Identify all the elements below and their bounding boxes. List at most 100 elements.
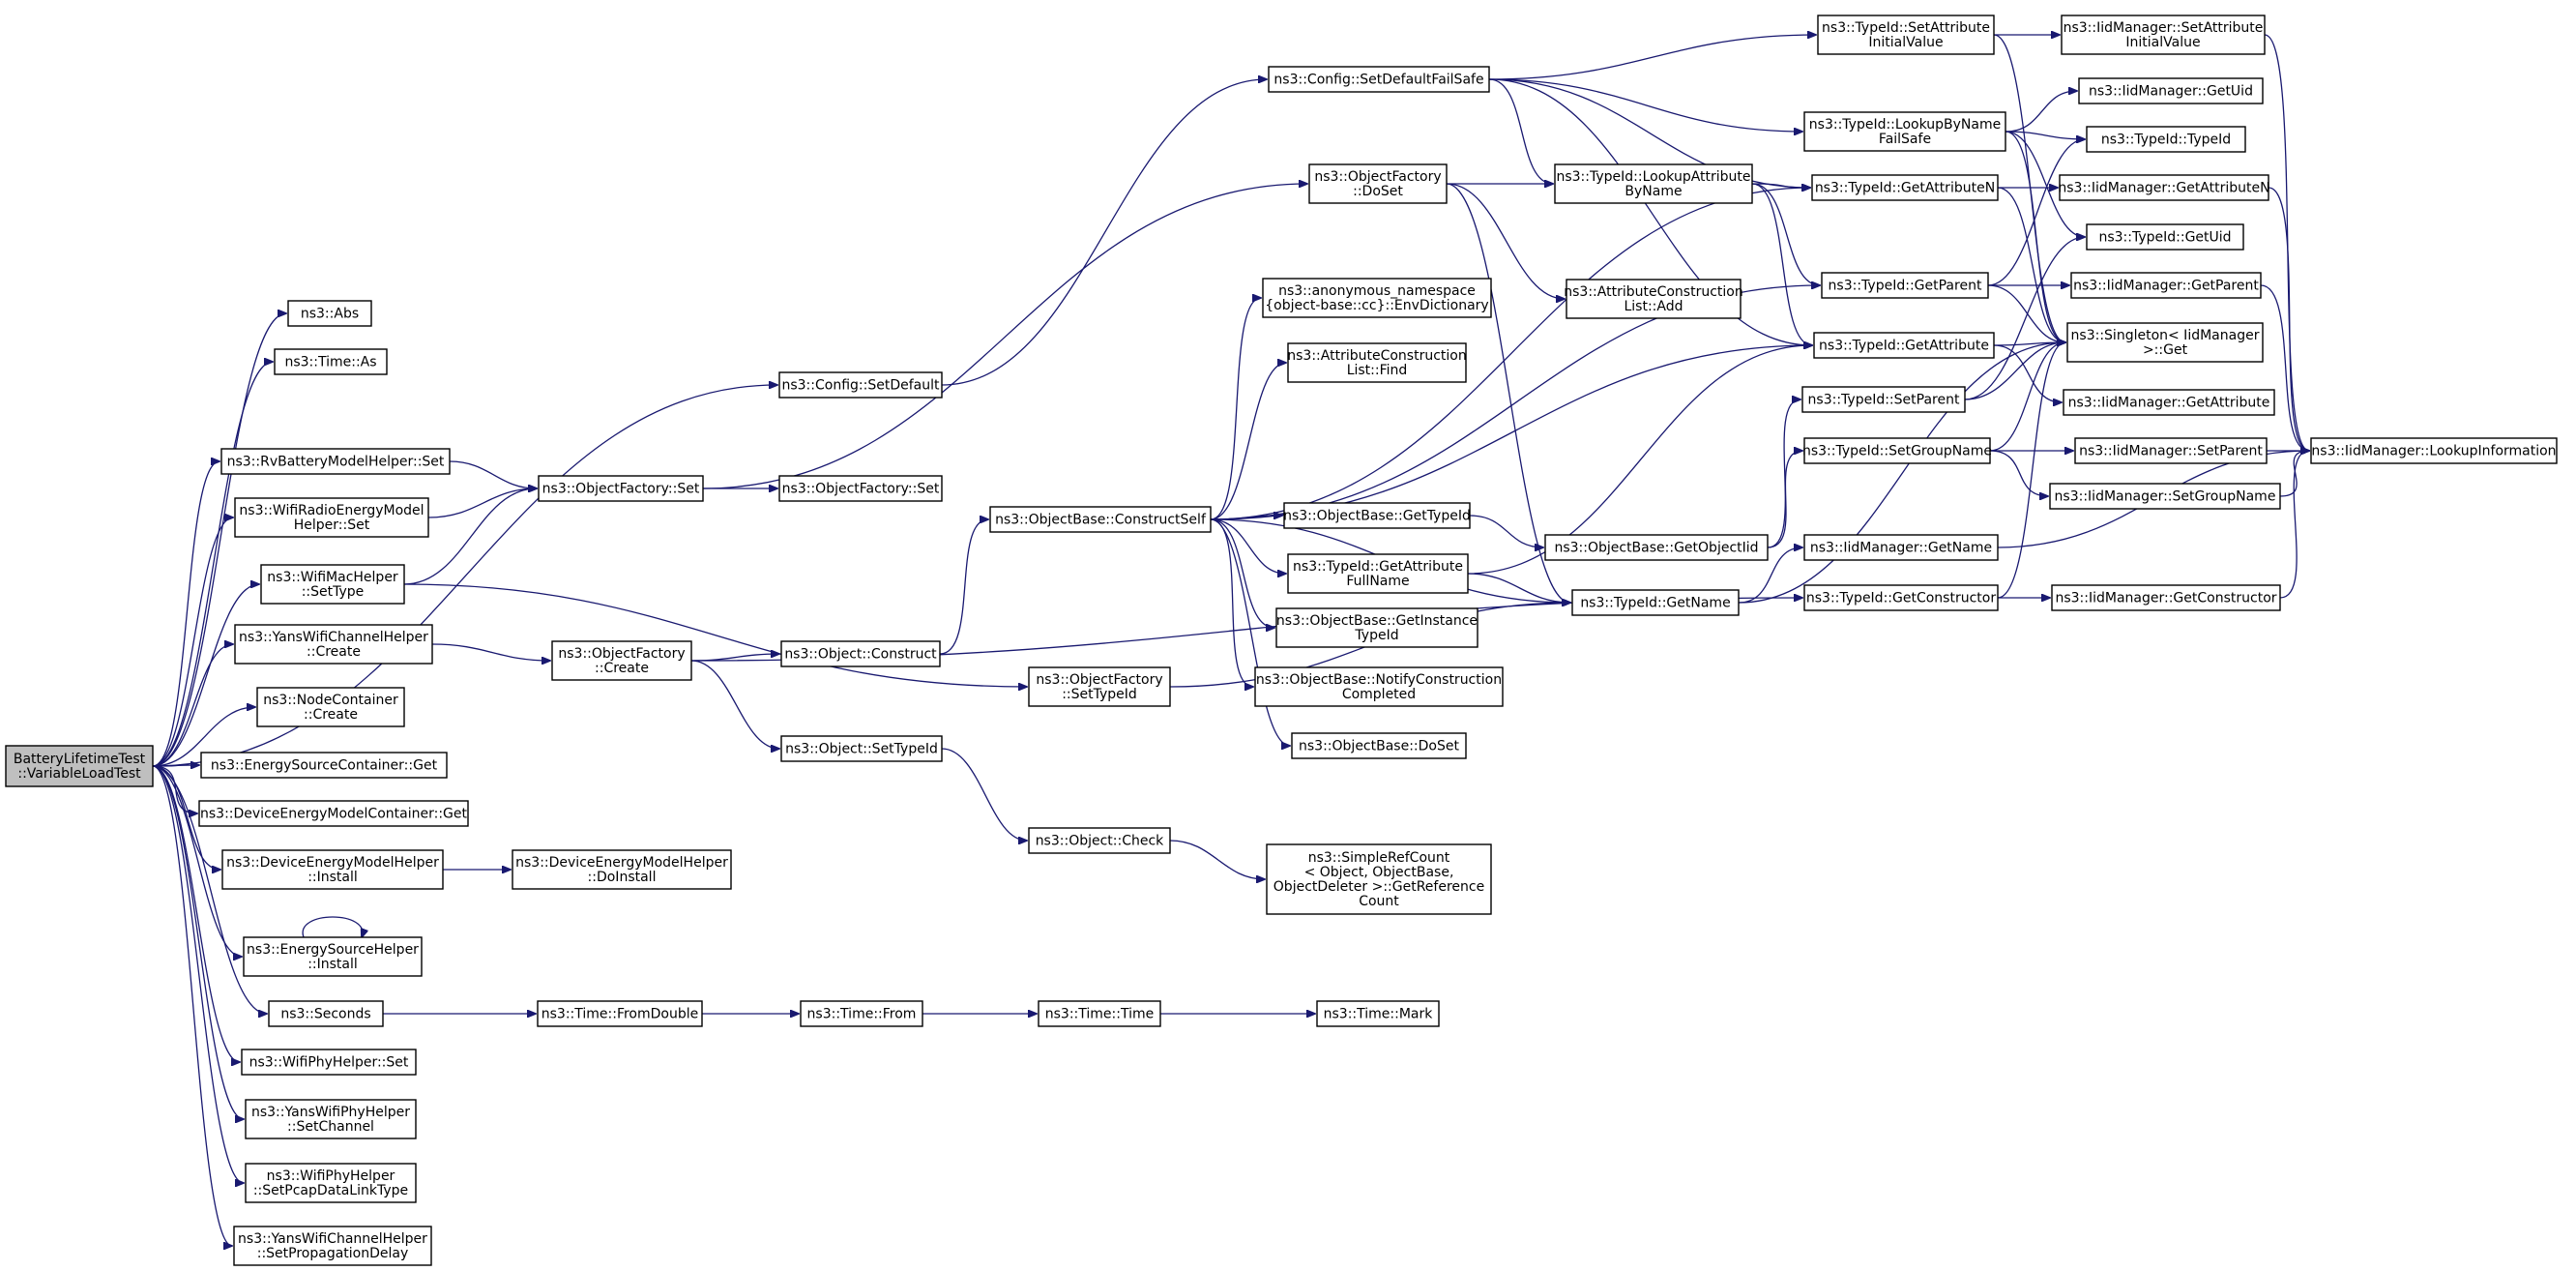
node-time-time[interactable]: ns3::Time::Time (1038, 1000, 1161, 1027)
node-demc-get[interactable]: ns3::DeviceEnergyModelContainer::Get (198, 800, 469, 827)
node-wifimac-settype[interactable]: ns3::WifiMacHelper::SetType (260, 564, 405, 605)
node-label: ::Install (307, 870, 358, 885)
node-iid-setgroupname[interactable]: ns3::IidManager::SetGroupName (2049, 483, 2281, 510)
edge-root-to-nodecont-create (152, 707, 255, 767)
node-iid-setparent[interactable]: ns3::IidManager::SetParent (2074, 437, 2268, 464)
node-of-set2[interactable]: ns3::ObjectFactory::Set (778, 475, 943, 502)
edge-wifiradio-set-to-of-set (427, 488, 537, 518)
node-box (198, 800, 469, 827)
node-nodecont-create[interactable]: ns3::NodeContainer::Create (256, 687, 405, 727)
node-obj-check[interactable]: ns3::Object::Check (1028, 827, 1171, 854)
node-iid-getattributen[interactable]: ns3::IidManager::GetAttributeN (2058, 174, 2270, 201)
node-abs[interactable]: ns3::Abs (287, 300, 372, 327)
node-of-doset[interactable]: ns3::ObjectFactory::DoSet (1308, 163, 1448, 204)
node-ob-constructself[interactable]: ns3::ObjectBase::ConstructSelf (989, 506, 1212, 533)
node-iid-getparent[interactable]: ns3::IidManager::GetParent (2070, 272, 2262, 299)
node-ob-doset[interactable]: ns3::ObjectBase::DoSet (1291, 732, 1467, 759)
node-esc-get[interactable]: ns3::EnergySourceContainer::Get (200, 752, 448, 779)
node-label: ns3::TypeId::GetConstructor (1806, 591, 1996, 606)
node-config-setdefaultfailsafe[interactable]: ns3::Config::SetDefaultFailSafe (1268, 66, 1490, 93)
node-iid-lookupinfo[interactable]: ns3::IidManager::LookupInformation (2310, 437, 2558, 464)
node-label: ::Install (307, 957, 358, 972)
node-yanschan-create[interactable]: ns3::YansWifiChannelHelper::Create (234, 624, 433, 665)
node-envdict[interactable]: ns3::anonymous_namespace{object-base::cc… (1262, 278, 1492, 318)
node-tid-setparent[interactable]: ns3::TypeId::SetParent (1801, 386, 1966, 413)
node-tid-getattributen[interactable]: ns3::TypeId::GetAttributeN (1811, 174, 1999, 201)
node-yanschan-setprop[interactable]: ns3::YansWifiChannelHelper::SetPropagati… (233, 1226, 432, 1266)
node-time-as[interactable]: ns3::Time::As (274, 348, 388, 375)
node-obj-construct[interactable]: ns3::Object::Construct (780, 640, 941, 667)
node-demh-install[interactable]: ns3::DeviceEnergyModelHelper::Install (221, 849, 444, 890)
edge-tid-lookupbynamefs-to-singleton-get (2005, 131, 2065, 342)
node-box (2070, 272, 2262, 299)
node-time-from[interactable]: ns3::Time::From (800, 1000, 923, 1027)
node-ob-getobjectiid[interactable]: ns3::ObjectBase::GetObjectIid (1544, 534, 1769, 561)
node-tid-setgroupname[interactable]: ns3::TypeId::SetGroupName (1802, 437, 1992, 464)
node-label: Count (1359, 894, 1399, 909)
node-of-settypeid[interactable]: ns3::ObjectFactory::SetTypeId (1028, 666, 1171, 707)
edge-of-set-to-of-doset (702, 184, 1307, 489)
node-label: Helper::Set (294, 517, 370, 533)
node-tid-getattribute[interactable]: ns3::TypeId::GetAttribute (1813, 332, 1995, 359)
node-label: ns3::IidManager::SetParent (2079, 444, 2263, 459)
edge-ob-constructself-to-envdict (1210, 298, 1261, 520)
node-time-mark[interactable]: ns3::Time::Mark (1316, 1000, 1440, 1027)
node-time-fromdouble[interactable]: ns3::Time::FromDouble (537, 1000, 703, 1027)
edge-rv-set-to-of-set (449, 460, 537, 488)
node-iid-getattribute[interactable]: ns3::IidManager::GetAttribute (2063, 389, 2275, 416)
node-iid-getname[interactable]: ns3::IidManager::GetName (1803, 534, 1999, 561)
node-label: ::DoSet (1353, 184, 1403, 199)
node-tid-getparent[interactable]: ns3::TypeId::GetParent (1821, 272, 1989, 299)
edge-tid-setparent-to-tid-getuid (1964, 237, 2085, 400)
node-box (1813, 332, 1995, 359)
node-label: ns3::WifiRadioEnergyModel (239, 503, 424, 518)
node-label: ns3::Object::Construct (784, 647, 937, 663)
node-esh-install[interactable]: ns3::EnergySourceHelper::Install (243, 936, 423, 977)
node-ob-gettypeid[interactable]: ns3::ObjectBase::GetTypeId (1283, 502, 1471, 529)
edge-ob-getobjectiid-to-tid-setgroupname (1767, 451, 1802, 548)
node-of-create[interactable]: ns3::ObjectFactory::Create (551, 640, 692, 681)
node-iid-getconstructor[interactable]: ns3::IidManager::GetConstructor (2051, 584, 2281, 611)
node-label: ns3::EnergySourceHelper (247, 942, 419, 958)
node-tid-typeid[interactable]: ns3::TypeId::TypeId (2086, 126, 2246, 153)
node-yansphy-setchannel[interactable]: ns3::YansWifiPhyHelper::SetChannel (245, 1099, 417, 1139)
node-tid-getuid[interactable]: ns3::TypeId::GetUid (2086, 223, 2244, 251)
node-label: ns3::TypeId::GetParent (1829, 279, 1982, 294)
node-label: ns3::ObjectFactory::Set (782, 482, 940, 497)
node-seconds[interactable]: ns3::Seconds (268, 1000, 384, 1027)
node-demh-doinstall[interactable]: ns3::DeviceEnergyModelHelper::DoInstall (512, 849, 732, 890)
node-rv-set[interactable]: ns3::RvBatteryModelHelper::Set (220, 448, 451, 475)
node-box (2061, 15, 2266, 55)
edge-obj-settypeid-to-obj-check (941, 748, 1027, 841)
node-label: ns3::IidManager::GetAttribute (2068, 396, 2270, 411)
node-root[interactable]: BatteryLifetimeTest::VariableLoadTest (5, 745, 154, 787)
node-iid-setattrinit[interactable]: ns3::IidManager::SetAttributeInitialValu… (2061, 15, 2266, 55)
node-iid-getuid[interactable]: ns3::IidManager::GetUid (2078, 77, 2264, 104)
node-label: ns3::YansWifiPhyHelper (251, 1105, 410, 1120)
node-of-set[interactable]: ns3::ObjectFactory::Set (538, 475, 704, 502)
node-label: ::Create (307, 644, 361, 660)
node-ob-notify[interactable]: ns3::ObjectBase::NotifyConstructionCompl… (1254, 666, 1504, 707)
node-label: FullName (1346, 574, 1409, 589)
node-wifiphy-setpcap[interactable]: ns3::WifiPhyHelper::SetPcapDataLinkType (245, 1163, 417, 1203)
node-tid-getname[interactable]: ns3::TypeId::GetName (1571, 589, 1740, 616)
node-box (537, 1000, 703, 1027)
edge-config-setdefaultfailsafe-to-tid-getattribute (1488, 78, 1812, 345)
node-config-setdefault[interactable]: ns3::Config::SetDefault (778, 371, 943, 399)
node-simplerefcount[interactable]: ns3::SimpleRefCount< Object, ObjectBase,… (1266, 843, 1492, 915)
node-wifiphy-set[interactable]: ns3::WifiPhyHelper::Set (241, 1049, 417, 1076)
node-label: ns3::Config::SetDefault (781, 378, 940, 394)
node-obj-settypeid[interactable]: ns3::Object::SetTypeId (780, 735, 943, 762)
node-label: ns3::IidManager::SetGroupName (2055, 489, 2276, 505)
node-singleton-get[interactable]: ns3::Singleton< IidManager >::Get (2066, 322, 2264, 363)
node-label: InitialValue (1868, 35, 1943, 50)
node-tid-getconstructor[interactable]: ns3::TypeId::GetConstructor (1803, 584, 1999, 611)
